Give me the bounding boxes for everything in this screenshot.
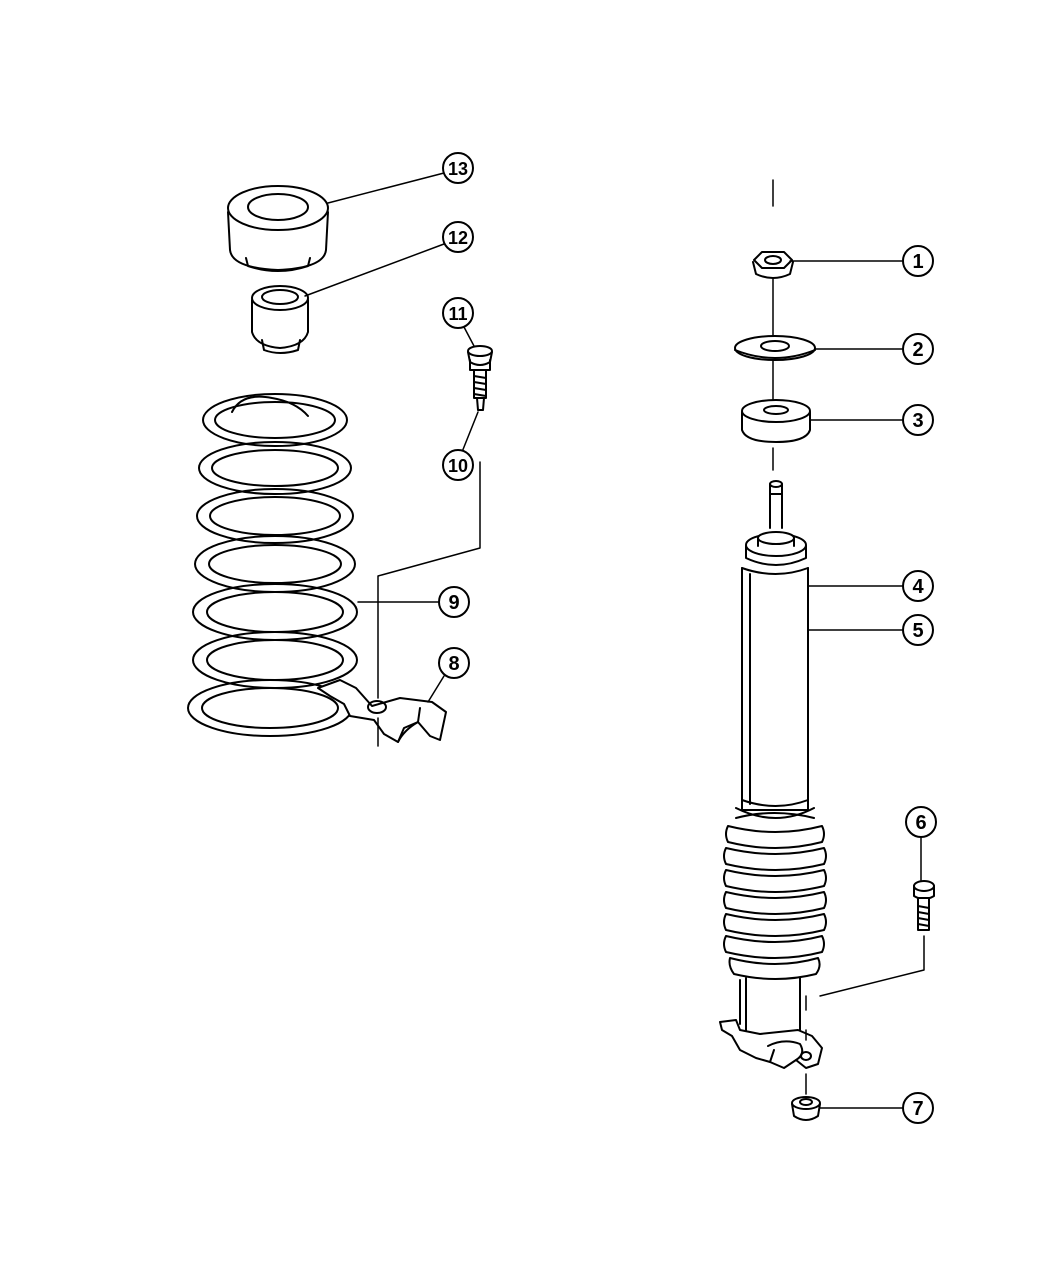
callout-8: 8 (427, 647, 470, 703)
svg-text:5: 5 (912, 620, 923, 642)
callout-6: 6 (905, 806, 937, 881)
spring-seat-bolt-part (467, 345, 493, 411)
callout-3: 3 (809, 404, 934, 436)
washer-part (734, 335, 816, 361)
callout-2: 2 (815, 333, 934, 365)
upper-grommet-part (741, 399, 811, 443)
callout-5: 5 (807, 614, 934, 646)
callout-11: 11 (442, 297, 475, 347)
coil-spring-part (187, 393, 358, 737)
callout-13: 13 (327, 152, 474, 204)
left-assembly-leaders (377, 461, 481, 747)
callout-4: 4 (807, 570, 934, 602)
upper-nut-part (752, 251, 794, 279)
svg-text:6: 6 (915, 812, 926, 834)
svg-text:9: 9 (448, 592, 459, 614)
spring-isolator-part (227, 185, 329, 272)
right-assembly-leaders (805, 935, 925, 1095)
svg-text:2: 2 (912, 339, 923, 361)
spring-seat-bracket-part (317, 679, 447, 743)
svg-text:12: 12 (448, 228, 468, 248)
callout-12: 12 (304, 221, 474, 297)
lower-mount-bolt-part (913, 880, 935, 931)
svg-text:11: 11 (448, 304, 467, 324)
callout-10: 10 (442, 411, 479, 481)
svg-text:4: 4 (912, 576, 924, 598)
svg-text:10: 10 (448, 456, 468, 476)
svg-text:13: 13 (448, 159, 468, 179)
svg-text:3: 3 (912, 410, 923, 432)
jounce-bumper-part (251, 285, 309, 354)
lower-nut-part (791, 1096, 821, 1121)
svg-text:1: 1 (912, 251, 923, 273)
callout-7: 7 (819, 1092, 934, 1124)
callout-1: 1 (789, 245, 934, 277)
svg-text:7: 7 (912, 1098, 923, 1120)
callout-9: 9 (357, 586, 470, 618)
shock-absorber-part (719, 480, 827, 1069)
svg-text:8: 8 (448, 653, 459, 675)
